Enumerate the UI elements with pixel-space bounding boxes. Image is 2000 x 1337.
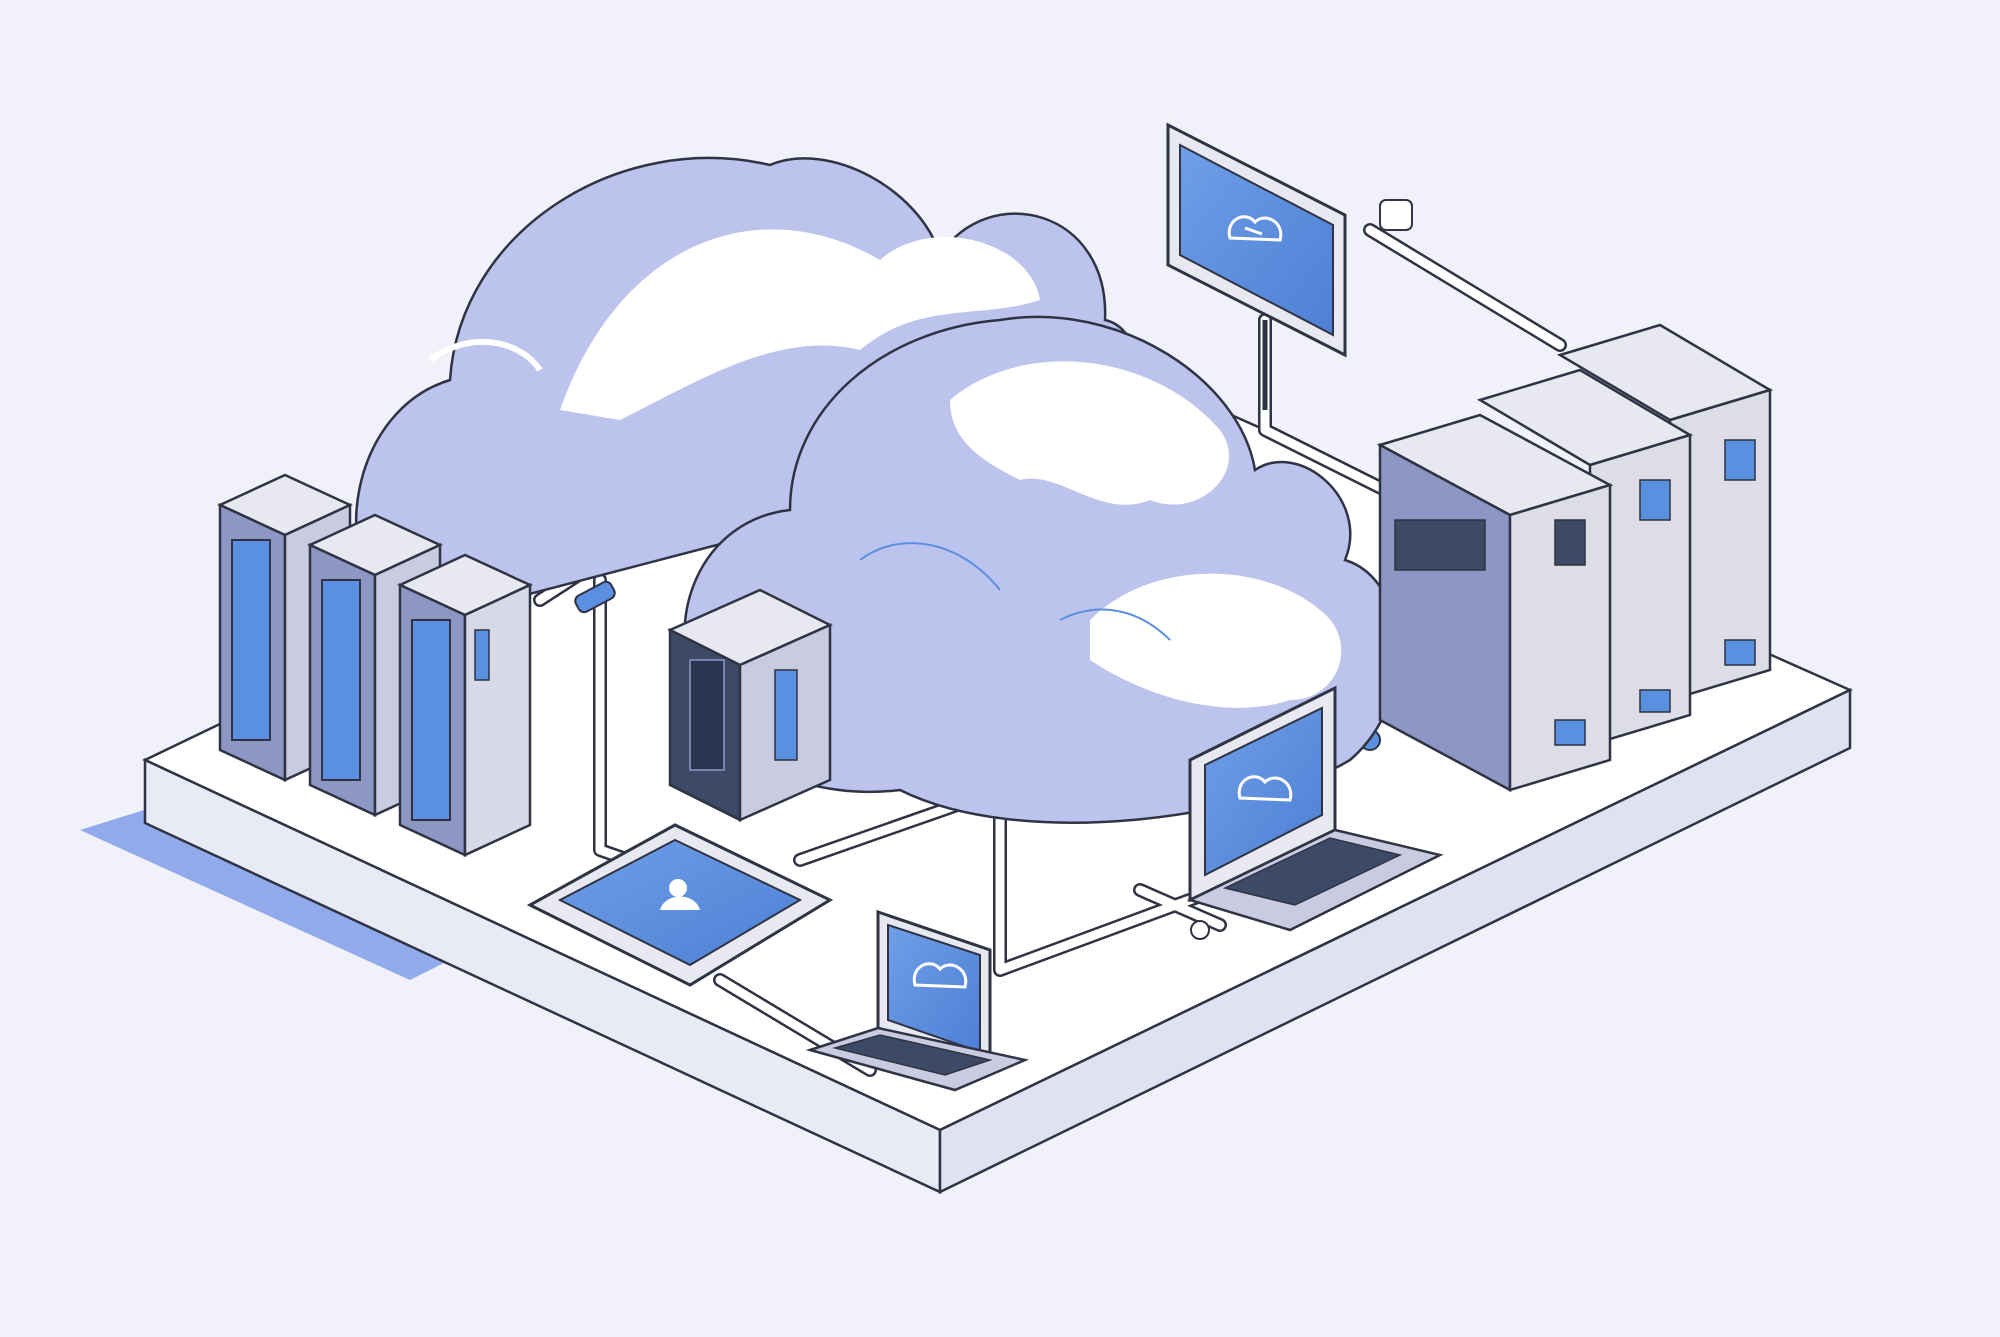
cloud-sync-icon (1237, 775, 1293, 802)
cloud-front (683, 315, 1400, 824)
cable-connector (1190, 920, 1210, 940)
server-center (667, 588, 833, 823)
server-rack-right-3 (1556, 323, 1774, 702)
cable-connector (574, 580, 616, 614)
cloud-back (355, 156, 1138, 622)
tablet (526, 823, 834, 987)
monitor (1166, 122, 1347, 410)
server-rack-right-1 (1376, 413, 1614, 793)
cable-connector (1379, 199, 1413, 231)
cloud-user-icon (660, 879, 700, 910)
platform-shadow (80, 805, 460, 980)
cloud-sync-icon (912, 962, 968, 989)
laptop-right (1186, 685, 1444, 932)
server-rack-left-3 (397, 553, 533, 857)
cloud-sync-icon (1227, 215, 1283, 242)
laptop-front (805, 909, 1030, 1092)
